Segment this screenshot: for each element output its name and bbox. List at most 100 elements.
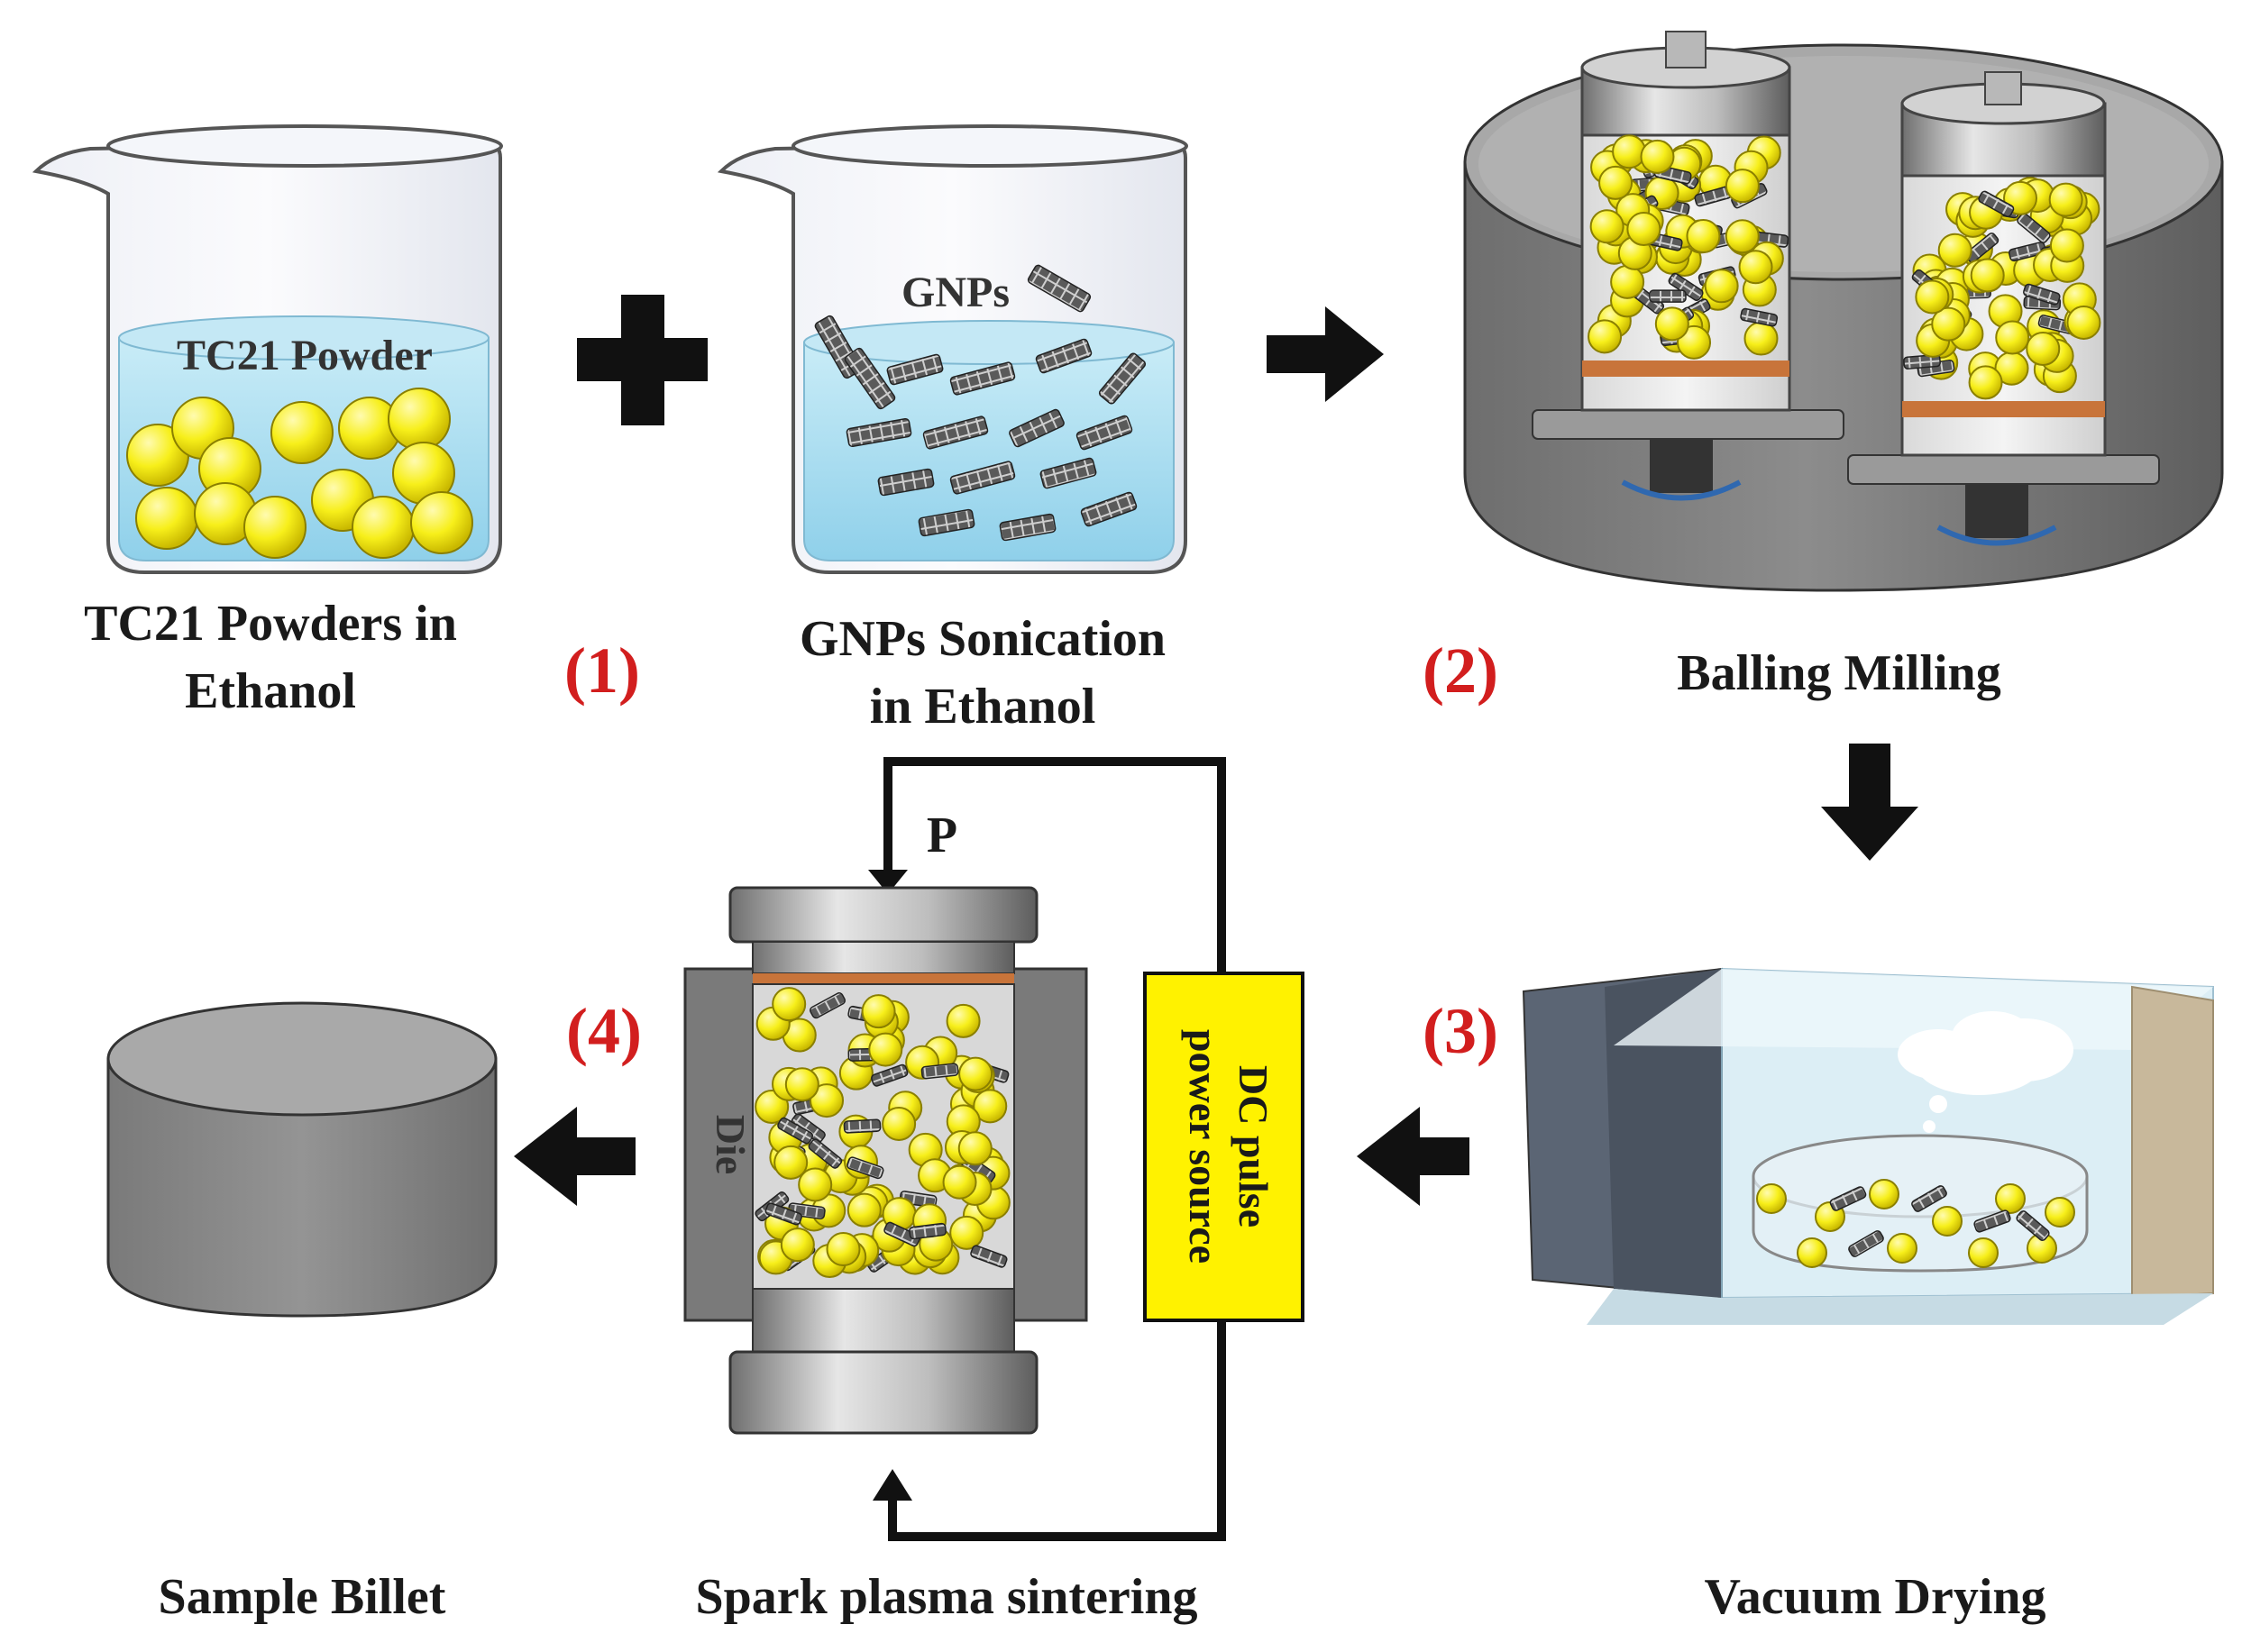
powder-particle — [1640, 139, 1675, 174]
powder-particle — [1588, 319, 1623, 354]
powder-particle — [1738, 250, 1773, 285]
powder-particle — [773, 1145, 809, 1180]
powder-particle — [1610, 264, 1645, 299]
dc-label-line2: power source — [1181, 1029, 1227, 1264]
powder-particle — [2026, 332, 2061, 367]
die-label: Die — [708, 1115, 754, 1174]
powder-particle — [798, 1167, 833, 1202]
gnp-flake — [877, 468, 935, 497]
sample-billet-caption: Sample Billet — [159, 1569, 446, 1625]
powder-particle — [1598, 165, 1633, 200]
gnp-flake — [1075, 415, 1133, 451]
arrow-left-icon-2 — [514, 1107, 636, 1206]
powder-particle — [1756, 1183, 1787, 1214]
arrow-right-icon — [1267, 306, 1384, 402]
powder-particle — [784, 1067, 819, 1102]
ball-milling-caption: Balling Milling — [1677, 645, 2000, 701]
powder-particle — [1612, 134, 1647, 169]
gnp-flake — [1098, 352, 1147, 405]
gnp-flake — [871, 1063, 909, 1087]
step-1-label: (1) — [564, 634, 640, 707]
powder-particle — [946, 1003, 981, 1038]
gnp-flake — [810, 992, 846, 1019]
gnp-flake — [846, 417, 912, 448]
powder-particle — [780, 1228, 815, 1263]
powder-particle — [1970, 258, 2005, 293]
powder-particle — [882, 1107, 917, 1142]
powder-particle — [1677, 324, 1712, 360]
powder-particle — [1887, 1233, 1917, 1264]
step-4-label: (4) — [566, 995, 642, 1067]
gnps-caption-line1: GNPs Sonication — [800, 611, 1166, 667]
gnp-flake — [918, 508, 975, 537]
gnp-flake — [2016, 1210, 2050, 1241]
gnp-flake — [2017, 213, 2051, 243]
powder-particle — [826, 1232, 861, 1267]
gnp-flake — [1973, 1209, 2011, 1233]
gnp-flake — [843, 1118, 882, 1134]
gnp-flake — [846, 1156, 884, 1180]
powder-particle — [1589, 209, 1624, 244]
milling-jar-1 — [1532, 31, 1844, 501]
powder-particle — [861, 994, 896, 1029]
powder-particle — [1995, 320, 2030, 355]
gnp-flake — [1848, 1230, 1884, 1257]
beaker-tc21 — [32, 124, 503, 574]
sps-apparatus — [683, 757, 1226, 1541]
powder-particle — [1654, 306, 1689, 342]
powder-particle — [1968, 365, 2003, 400]
powder-particle — [1932, 1206, 1963, 1237]
powder-particle — [1743, 321, 1779, 356]
dc-power-source: DC pulse power source — [1143, 972, 1304, 1322]
gnp-flake — [970, 1245, 1008, 1268]
powder-particle — [1626, 212, 1661, 247]
powder-particle — [1995, 1183, 2026, 1214]
gnp-flake — [1740, 307, 1779, 327]
gnp-flake — [949, 361, 1016, 396]
powder-particle — [949, 1215, 984, 1250]
powder-particle — [2049, 228, 2084, 263]
powder-particle — [2045, 1197, 2075, 1228]
powder-particle — [1915, 279, 1950, 315]
pressure-label: P — [927, 808, 957, 863]
powder-particle — [772, 987, 807, 1022]
gnp-flake — [1027, 264, 1092, 313]
dc-label-line1: DC pulse — [1231, 1065, 1277, 1228]
tc21-powder-label: TC21 Powder — [177, 332, 433, 379]
gnp-flakes — [814, 264, 1147, 542]
powder-particle — [410, 491, 473, 554]
powder-particle — [1797, 1237, 1827, 1268]
gnps-label: GNPs — [901, 269, 1010, 316]
powder-particle — [388, 388, 451, 451]
vacuum-drying-caption: Vacuum Drying — [1704, 1569, 2045, 1625]
gnp-flake — [1903, 353, 1941, 370]
powder-particle — [1704, 269, 1739, 304]
gnp-flake — [999, 513, 1057, 542]
ball-mill — [1463, 31, 2224, 592]
gnp-flake — [920, 1063, 959, 1080]
steam-cloud-icon — [1898, 1011, 2073, 1133]
gnp-flake — [808, 1138, 843, 1169]
gnp-flake — [909, 1222, 947, 1240]
powder-particle — [1937, 233, 1972, 268]
gnp-flake — [1035, 338, 1093, 374]
powder-particle — [942, 1164, 977, 1200]
gnp-flake — [886, 353, 944, 386]
sps-caption: Spark plasma sintering — [696, 1569, 1198, 1625]
sample-billet — [106, 1001, 498, 1318]
powder-particle — [270, 401, 334, 464]
gnp-flake — [883, 1221, 920, 1247]
gnp-flake — [844, 347, 896, 410]
powder-particle — [846, 1192, 882, 1228]
powder-particle — [958, 1056, 993, 1091]
gnp-flake — [922, 415, 989, 450]
powder-particle — [2048, 182, 2083, 217]
powder-particle — [957, 1131, 993, 1166]
powder-particle — [1869, 1179, 1899, 1209]
arrow-left-icon — [1357, 1107, 1469, 1206]
powder-particle — [1968, 1237, 1999, 1268]
powder-particle — [810, 1083, 845, 1118]
gnp-flake — [1039, 457, 1097, 489]
gnp-flake — [1829, 1186, 1867, 1211]
